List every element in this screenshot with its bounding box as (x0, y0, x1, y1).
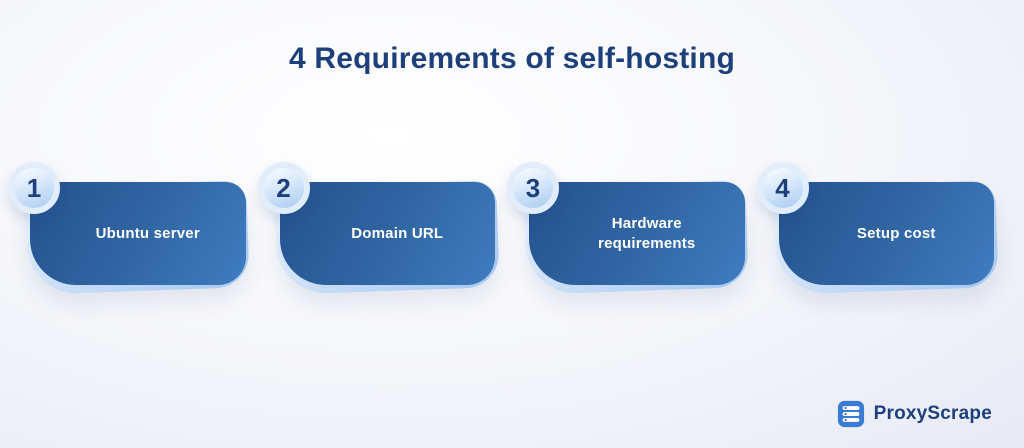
badge-number: 4 (775, 172, 790, 203)
badge-number: 1 (26, 172, 42, 203)
card-body: Domain URL (279, 182, 495, 285)
card-body: Ubuntu server (30, 182, 246, 285)
brand-name: ProxyScrape (873, 403, 992, 424)
requirements-row: Ubuntu server 1 Domain URL 2 Hardware re… (8, 162, 998, 295)
card-body: Hardware requirements (529, 182, 745, 285)
requirement-label: Setup cost (856, 224, 936, 242)
number-badge: 3 (507, 162, 559, 214)
badge-number: 2 (276, 172, 291, 203)
page-title: 4 Requirements of self-hosting (288, 42, 736, 75)
requirement-card-2: Domain URL 2 (257, 162, 499, 295)
requirement-label: Ubuntu server (95, 224, 200, 242)
requirement-card-1: Ubuntu server 1 (8, 162, 250, 295)
card-body: Setup cost (778, 182, 994, 285)
requirement-label: Hardware requirements (598, 215, 696, 252)
proxyscrape-logo-icon (837, 400, 865, 428)
requirement-label: Domain URL (351, 224, 444, 242)
number-badge: 1 (8, 162, 60, 214)
brand-footer: ProxyScrape (837, 400, 992, 428)
number-badge: 4 (756, 162, 809, 214)
badge-number: 3 (525, 172, 541, 203)
requirement-card-3: Hardware requirements 3 (507, 162, 749, 295)
number-badge: 2 (257, 162, 310, 214)
requirement-card-4: Setup cost 4 (756, 162, 998, 295)
